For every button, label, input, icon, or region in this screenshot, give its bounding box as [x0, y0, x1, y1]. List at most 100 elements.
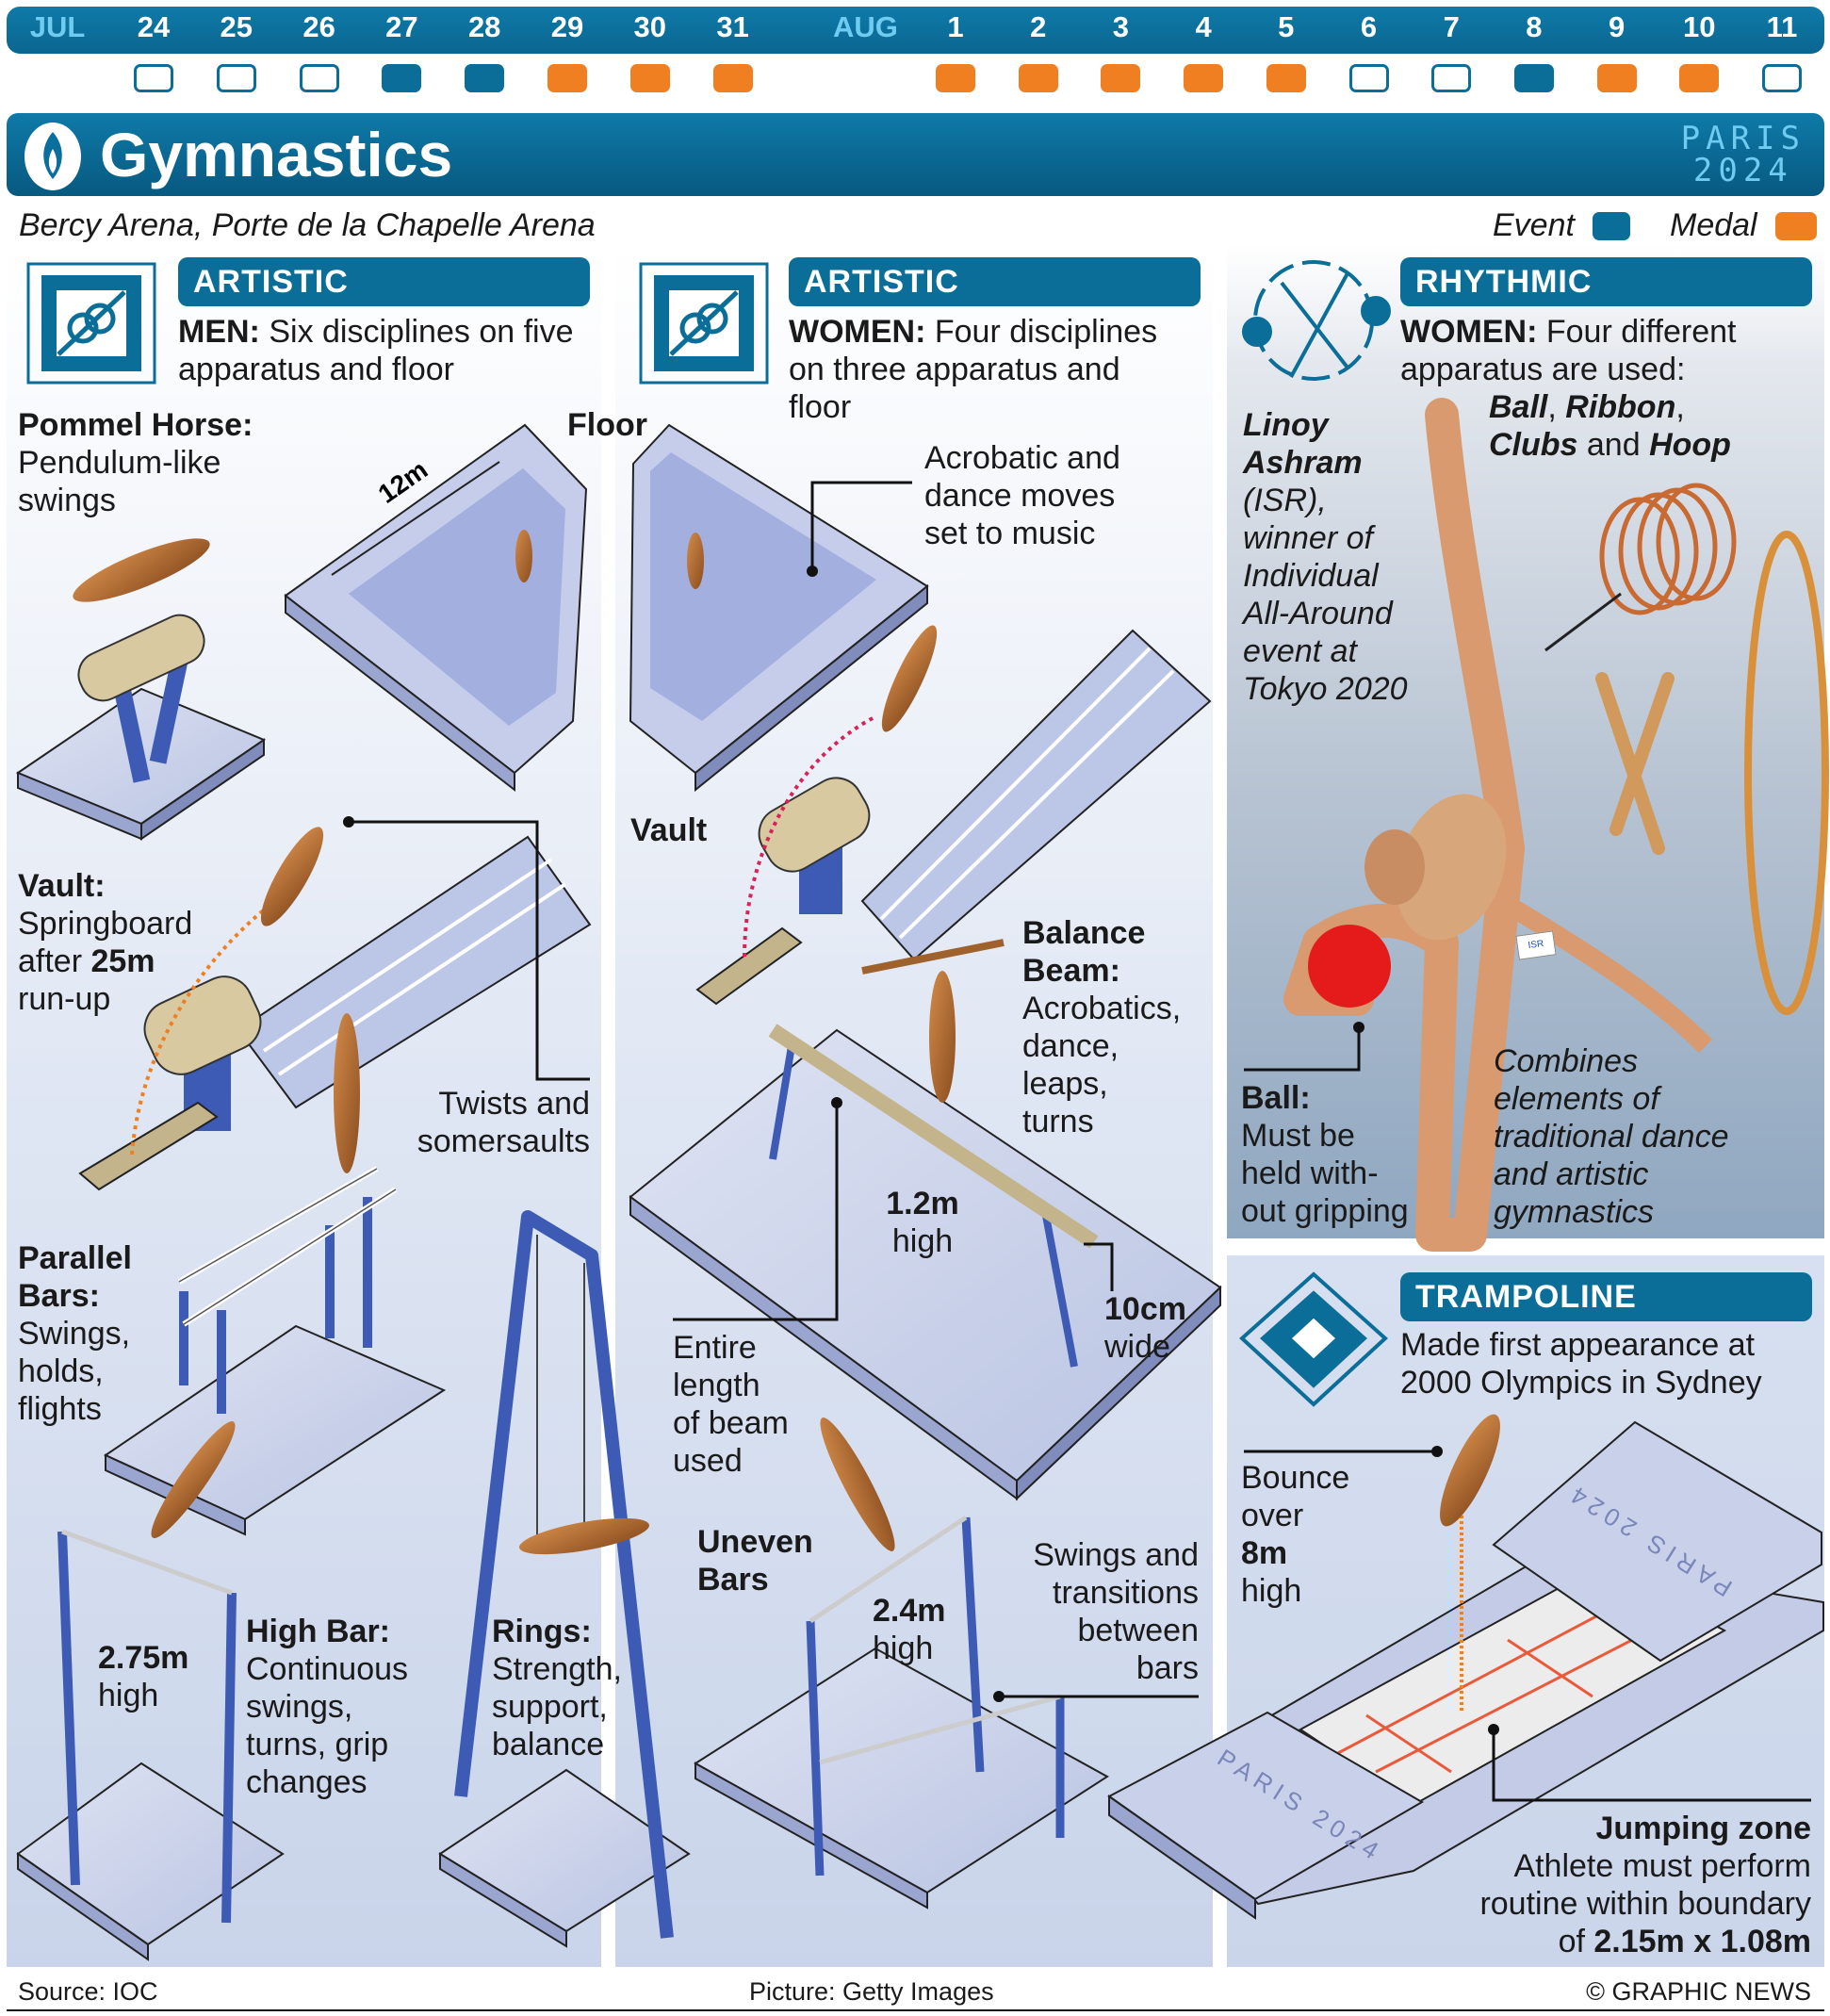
- legend-medal-swatch: [1775, 212, 1817, 240]
- beam-length-line: of beam: [673, 1405, 789, 1441]
- artistic-men-icon: [26, 262, 156, 385]
- parallel-line: flights: [18, 1391, 102, 1427]
- page-title: Gymnastics: [100, 120, 453, 189]
- trampoline-icon: [1239, 1271, 1388, 1407]
- trampoline-header: TRAMPOLINE: [1400, 1272, 1812, 1321]
- width-unit: wide: [1104, 1329, 1170, 1365]
- combines-line: elements of: [1494, 1081, 1659, 1117]
- uneven-bars-illustration: [694, 1418, 1199, 1909]
- ball-icon: [1308, 925, 1391, 1008]
- bounce-note: Bounce over 8m high: [1241, 1459, 1349, 1610]
- day-status-none: [134, 64, 173, 92]
- artistic-women-header: ARTISTIC: [789, 257, 1201, 306]
- rhythmic-prefix: WOMEN:: [1400, 314, 1538, 350]
- rings-illustration: [438, 1210, 691, 1948]
- venues: Bercy Arena, Porte de la Chapelle Arena: [19, 207, 596, 243]
- parallel-line: holds,: [18, 1353, 104, 1389]
- athlete-line: (ISR),: [1243, 483, 1327, 518]
- highbar-title: High Bar:: [246, 1614, 390, 1649]
- ball-note: Ball: Must be held with- out gripping: [1241, 1079, 1409, 1230]
- highbar-line: changes: [246, 1764, 368, 1800]
- balance-beam-label: Balance Beam: Acrobatics, dance, leaps, …: [1022, 914, 1181, 1140]
- day-label: 9: [1608, 10, 1626, 43]
- day-status-medal: [712, 64, 753, 92]
- rhythmic-icon: [1242, 260, 1391, 381]
- day-label: 30: [633, 10, 667, 43]
- day-status-medal: [1266, 64, 1306, 92]
- parallel-bars-illustration: [103, 1013, 447, 1536]
- apparatus-and: and: [1577, 427, 1650, 463]
- beam-title: Beam:: [1022, 953, 1120, 989]
- day-status-none: [1348, 64, 1389, 92]
- athlete-caption: Linoy Ashram (ISR), winner of Individual…: [1243, 406, 1408, 708]
- legend-event-label: Event: [1493, 207, 1575, 243]
- artistic-women-desc: WOMEN: Four disciplines on three apparat…: [789, 313, 1157, 426]
- ribbon-icon: [1544, 483, 1737, 652]
- day-label: 7: [1443, 10, 1460, 43]
- beam-length-note: Entire length of beam used: [673, 1329, 789, 1480]
- legend-event-swatch: [1593, 212, 1630, 240]
- high-bar-height: 2.75m high: [98, 1639, 188, 1714]
- swings-line: Swings and: [1033, 1537, 1199, 1573]
- logo-line-2: 2024: [1692, 152, 1793, 189]
- vault-men-label: Vault: Springboard after 25m run-up: [18, 867, 192, 1018]
- athlete-line: All-Around: [1243, 596, 1393, 631]
- bounce-height: 8m: [1241, 1535, 1288, 1571]
- height-value: 1.2m: [886, 1186, 959, 1221]
- paris-2024-logo: PARIS 2024: [1681, 123, 1805, 187]
- apparatus-hoop: Hoop: [1649, 427, 1731, 463]
- apparatus-list: Ball, Ribbon, Clubs and Hoop: [1489, 389, 1731, 463]
- beam-width: 10cm wide: [1104, 1290, 1186, 1366]
- day-label: 27: [385, 10, 418, 43]
- high-bar-label: High Bar: Continuous swings, turns, grip…: [246, 1613, 408, 1801]
- rhythmic-desc-2: apparatus are used:: [1400, 352, 1686, 387]
- combines-line: gymnastics: [1494, 1194, 1655, 1230]
- bounce-line: high: [1241, 1573, 1302, 1609]
- clubs-icon: [1595, 672, 1675, 855]
- vault-line: Springboard: [18, 906, 193, 942]
- parallel-line: Swings,: [18, 1316, 131, 1352]
- rhythmic-header: RHYTHMIC: [1400, 257, 1812, 306]
- athlete-name: Ashram: [1243, 445, 1363, 481]
- day-status-medal: [1596, 64, 1637, 92]
- rings-line: balance: [492, 1727, 605, 1762]
- day-status-none: [1431, 64, 1472, 92]
- day-label: 28: [467, 10, 501, 43]
- day-label: 26: [302, 10, 335, 43]
- athlete-line: event at: [1243, 633, 1357, 669]
- ball-note-title: Ball:: [1241, 1080, 1311, 1116]
- athlete-line: winner of: [1243, 520, 1373, 556]
- beam-length-line: used: [673, 1443, 743, 1479]
- uneven-title: Bars: [697, 1562, 769, 1598]
- high-bar-illustration: [16, 1421, 285, 1961]
- pommel-horse-label: Pommel Horse: Pendulum-like swings: [18, 406, 253, 519]
- day-status-medal: [1184, 64, 1224, 92]
- day-label: 6: [1360, 10, 1378, 43]
- panel-rhythmic-photo: [1227, 245, 1824, 1238]
- twists-label: Twists and somersaults: [417, 1085, 590, 1160]
- floor-note-line: Acrobatic and: [924, 440, 1120, 476]
- beam-line: leaps,: [1022, 1066, 1108, 1102]
- floor-men-illustration: 12m: [284, 423, 588, 793]
- day-label: 25: [220, 10, 253, 43]
- floor-note: Acrobatic and dance moves set to music: [924, 439, 1120, 552]
- swings-line: bars: [1136, 1650, 1199, 1686]
- swings-note: Swings and transitions between bars: [1033, 1536, 1199, 1687]
- uneven-title: Uneven: [697, 1524, 813, 1560]
- apparatus-clubs: Clubs: [1489, 427, 1578, 463]
- day-label: 1: [947, 10, 964, 43]
- trampoline-illustration: [1107, 1414, 1824, 1920]
- day-status-medal: [1679, 64, 1720, 92]
- day-label: 11: [1766, 10, 1798, 43]
- vault-title: Vault:: [18, 868, 106, 904]
- jumping-zone-note: Jumping zone Athlete must perform routin…: [1479, 1810, 1811, 1960]
- athlete-line: Tokyo 2020: [1243, 671, 1408, 707]
- rings-line: support,: [492, 1689, 608, 1725]
- legend-medal-label: Medal: [1670, 207, 1757, 243]
- parallel-bars-label: Parallel Bars: Swings, holds, flights: [18, 1239, 132, 1428]
- day-label: 5: [1278, 10, 1295, 43]
- zone-line: routine within boundary: [1479, 1886, 1811, 1922]
- combines-note: Combines elements of traditional dance a…: [1494, 1042, 1729, 1231]
- beam-line: turns: [1022, 1104, 1094, 1139]
